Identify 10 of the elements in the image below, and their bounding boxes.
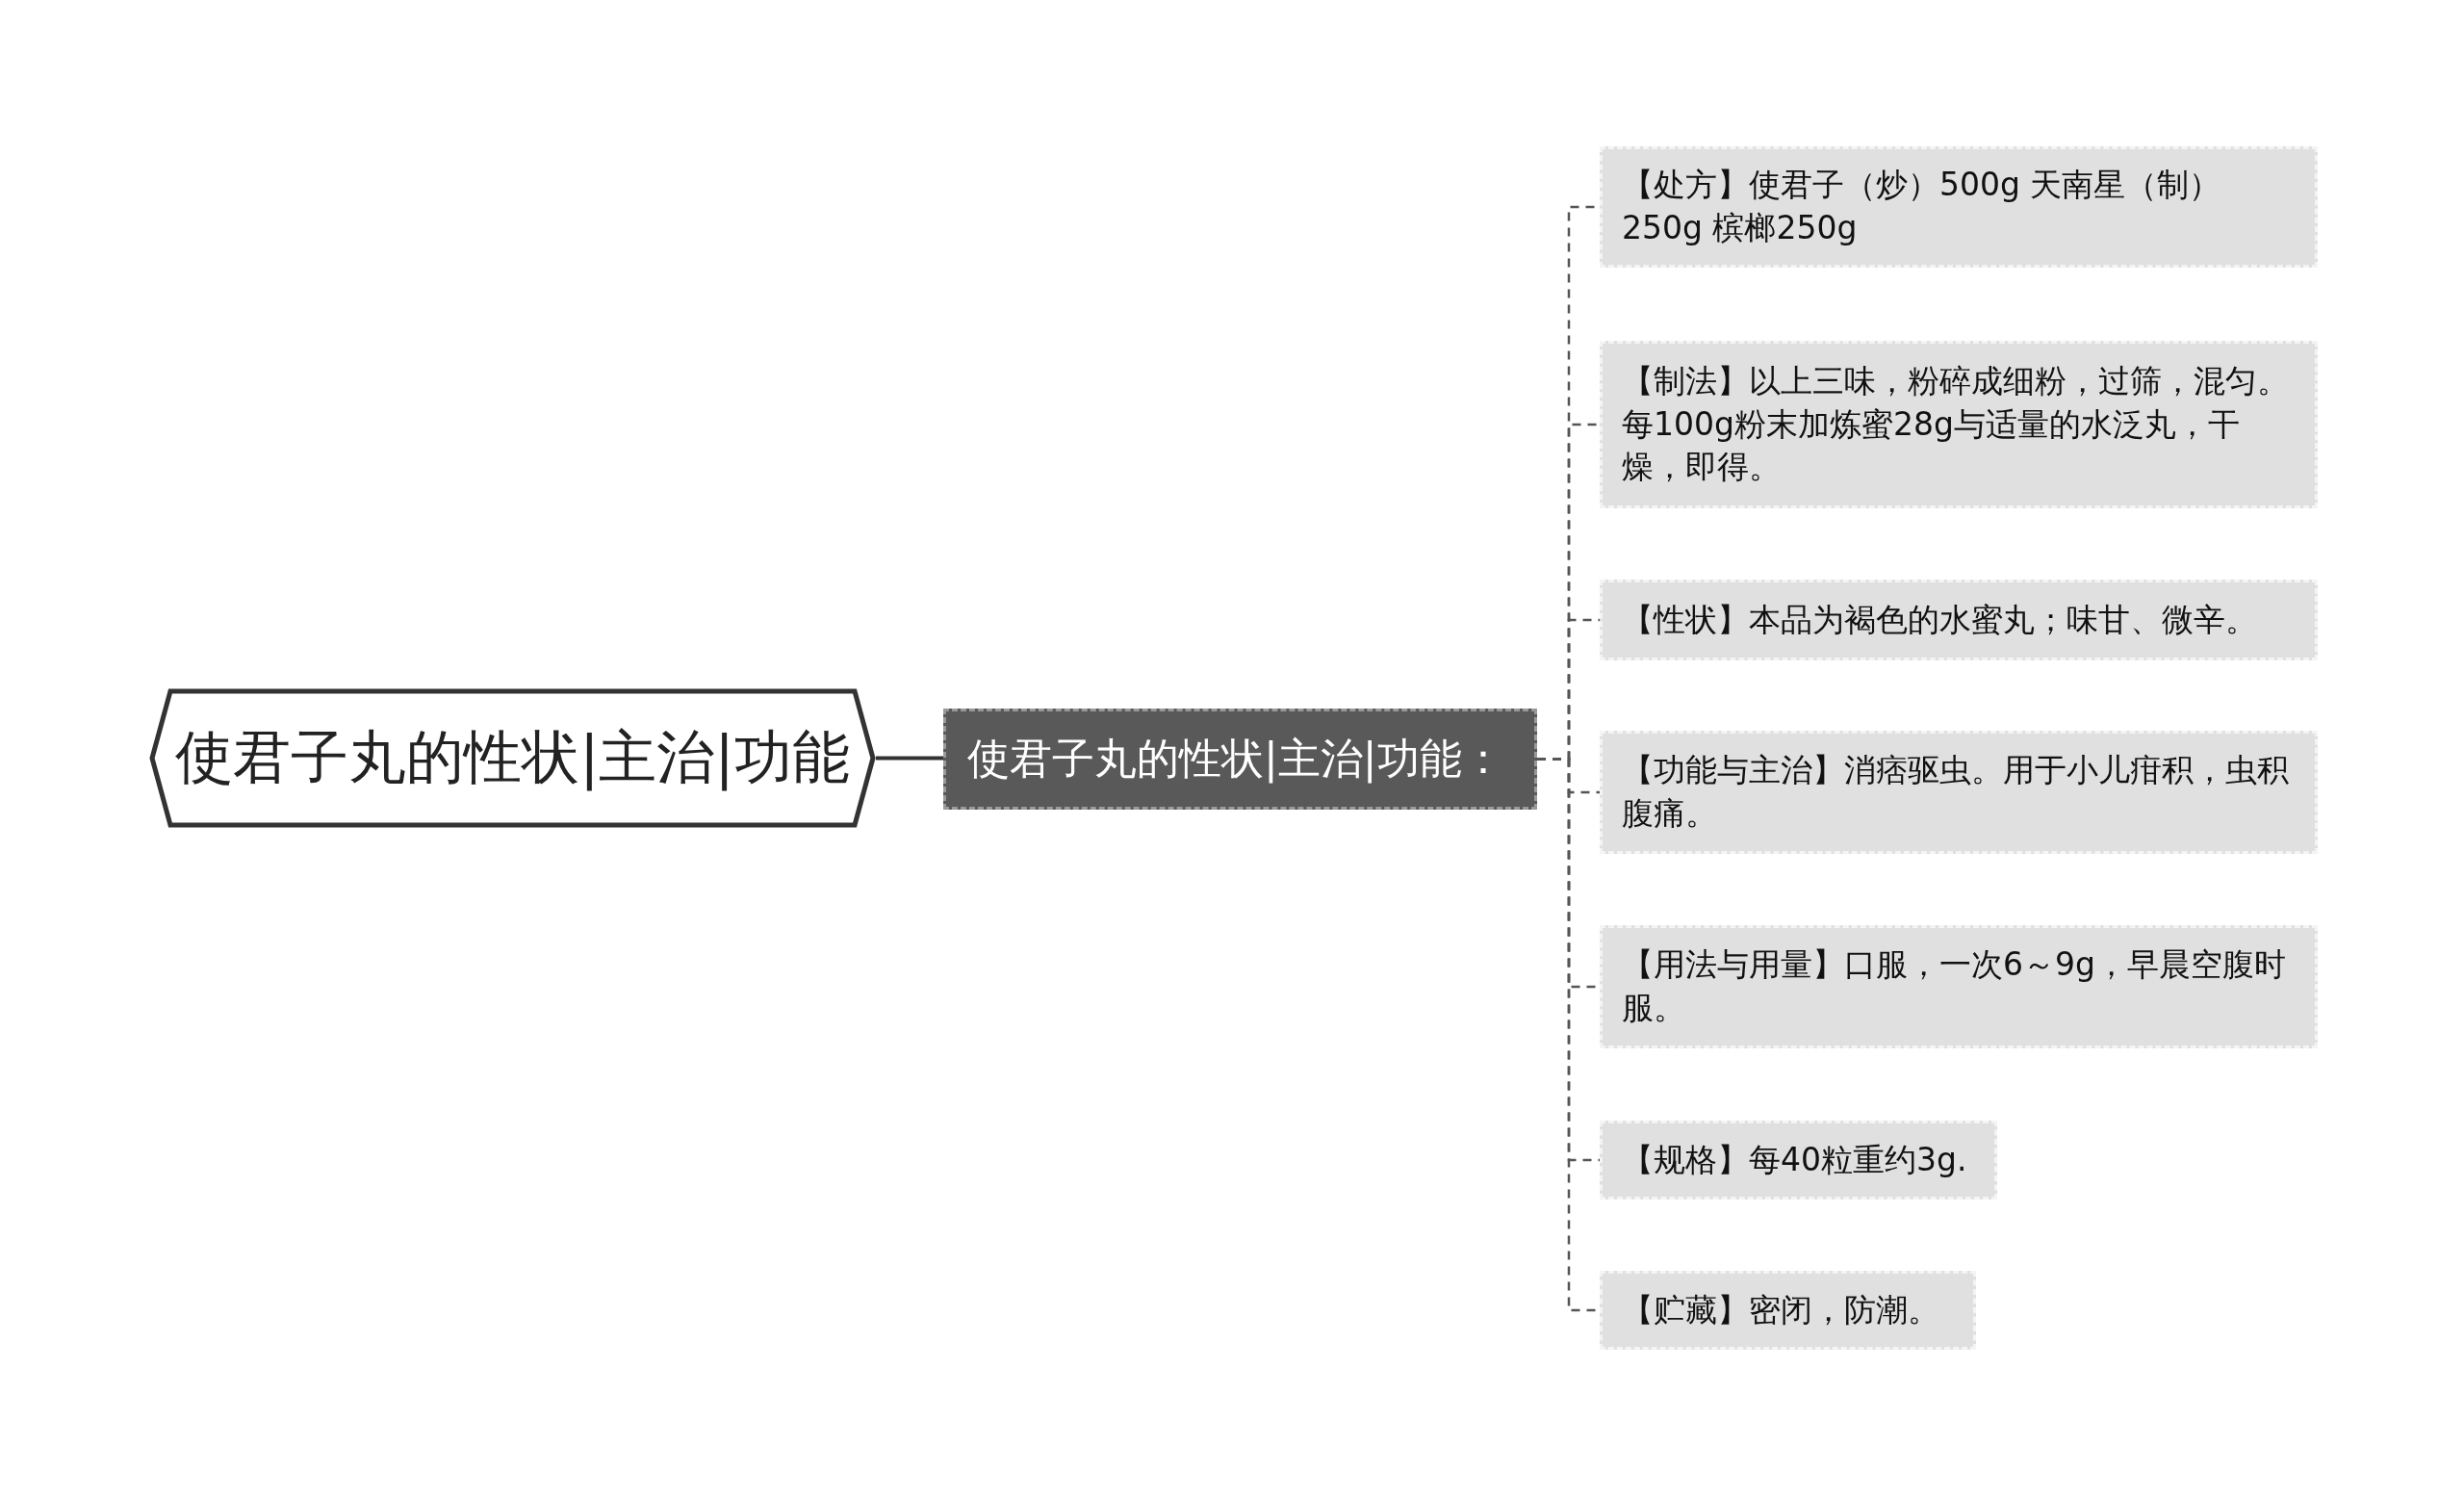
note-box: 【用法与用量】口服，一次6～9g，早晨空腹时服。 [1600,925,2318,1048]
note-box: 【功能与主治】消痞驱虫。用于小儿疳积，虫积腹痛。 [1600,731,2318,854]
note-box: 【制法】以上三味，粉碎成细粉，过筛，混匀。每100g粉末加炼蜜28g与适量的水泛丸，干燥，即得。 [1600,341,2318,508]
topic-text: 使君子丸的性状|主治|功能 [175,722,850,793]
connector [876,756,943,761]
note-box: 【规格】每40粒重约3g. [1600,1121,1997,1200]
note-box: 【性状】本品为褐色的水蜜丸；味甘、微辛。 [1600,580,2318,660]
note-box: 【处方】使君子（炒）500g 天南星（制）250g 槟榔250g [1600,146,2318,268]
topic-box: 使君子丸的性状|主治|功能： [943,709,1537,810]
note-box: 【贮藏】密闭，防潮。 [1600,1271,1976,1350]
